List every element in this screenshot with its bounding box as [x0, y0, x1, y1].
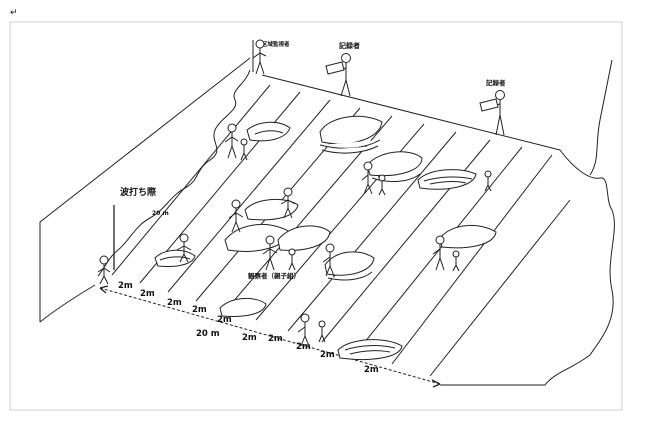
safety-staff-label: 区域監視者: [262, 40, 290, 48]
segment-label: 2m: [296, 342, 311, 352]
segment-labels: 2m 2m 2m 2m 2m 2m 2m 2m 2m 20 m 2m: [118, 281, 379, 375]
person-figure: [378, 174, 386, 196]
person-figure: [224, 123, 239, 159]
segment-label-end: 2m: [320, 350, 335, 360]
person-figure: [318, 320, 326, 343]
total-distance-label: 20 m: [196, 329, 220, 339]
rock: [246, 121, 291, 142]
person-figure: [297, 313, 310, 347]
wave-line: [97, 69, 251, 277]
wave-line-label: 波打ち際: [120, 186, 157, 198]
person-figure: [97, 255, 111, 285]
segment-label: 2m: [167, 298, 182, 308]
rock: [319, 115, 383, 154]
person-figure: [262, 235, 278, 271]
segment-label: 2m: [140, 289, 155, 299]
person-figure: [322, 243, 335, 277]
person-figure: [325, 53, 351, 97]
segment-label: 2m: [242, 333, 257, 343]
recorder-right-label: 記録者: [486, 78, 506, 87]
rock: [439, 224, 497, 249]
person-figure: [479, 90, 505, 136]
person-figure: [280, 187, 296, 219]
person-figure: [361, 161, 373, 195]
arrow-right-icon: [431, 379, 441, 388]
return-mark: ↵: [10, 8, 18, 18]
people: [97, 39, 505, 347]
segment-label-far: 2m: [364, 365, 379, 375]
segment-label: 2m: [268, 334, 283, 344]
rock: [244, 198, 299, 221]
segment-label: 2m: [217, 315, 232, 325]
segment-label: 2m: [118, 281, 133, 291]
rock: [337, 339, 403, 360]
rock: [154, 249, 196, 267]
observer-label: 観察者（親子組）: [248, 271, 300, 280]
terrain-outline: [39, 57, 615, 386]
recorder-center-label: 記録者: [339, 41, 360, 50]
rock: [417, 169, 477, 190]
rock: [324, 251, 375, 281]
rocks: [154, 115, 497, 360]
person-figure: [252, 39, 267, 75]
rock: [219, 298, 267, 317]
figure-frame: [9, 21, 623, 411]
person-figure: [484, 170, 492, 192]
person-figure: [452, 250, 460, 272]
distance-vertical-label: 20 m: [152, 210, 169, 217]
measurement-baseline: [99, 285, 441, 388]
segment-label: 2m: [192, 305, 207, 315]
rock: [366, 151, 423, 182]
arrow-left-icon: [99, 285, 109, 294]
person-figure: [228, 199, 244, 233]
person-figure: [176, 233, 192, 263]
person-figure: [432, 235, 445, 271]
person-figure: [240, 138, 248, 161]
person-figure: [288, 248, 296, 271]
